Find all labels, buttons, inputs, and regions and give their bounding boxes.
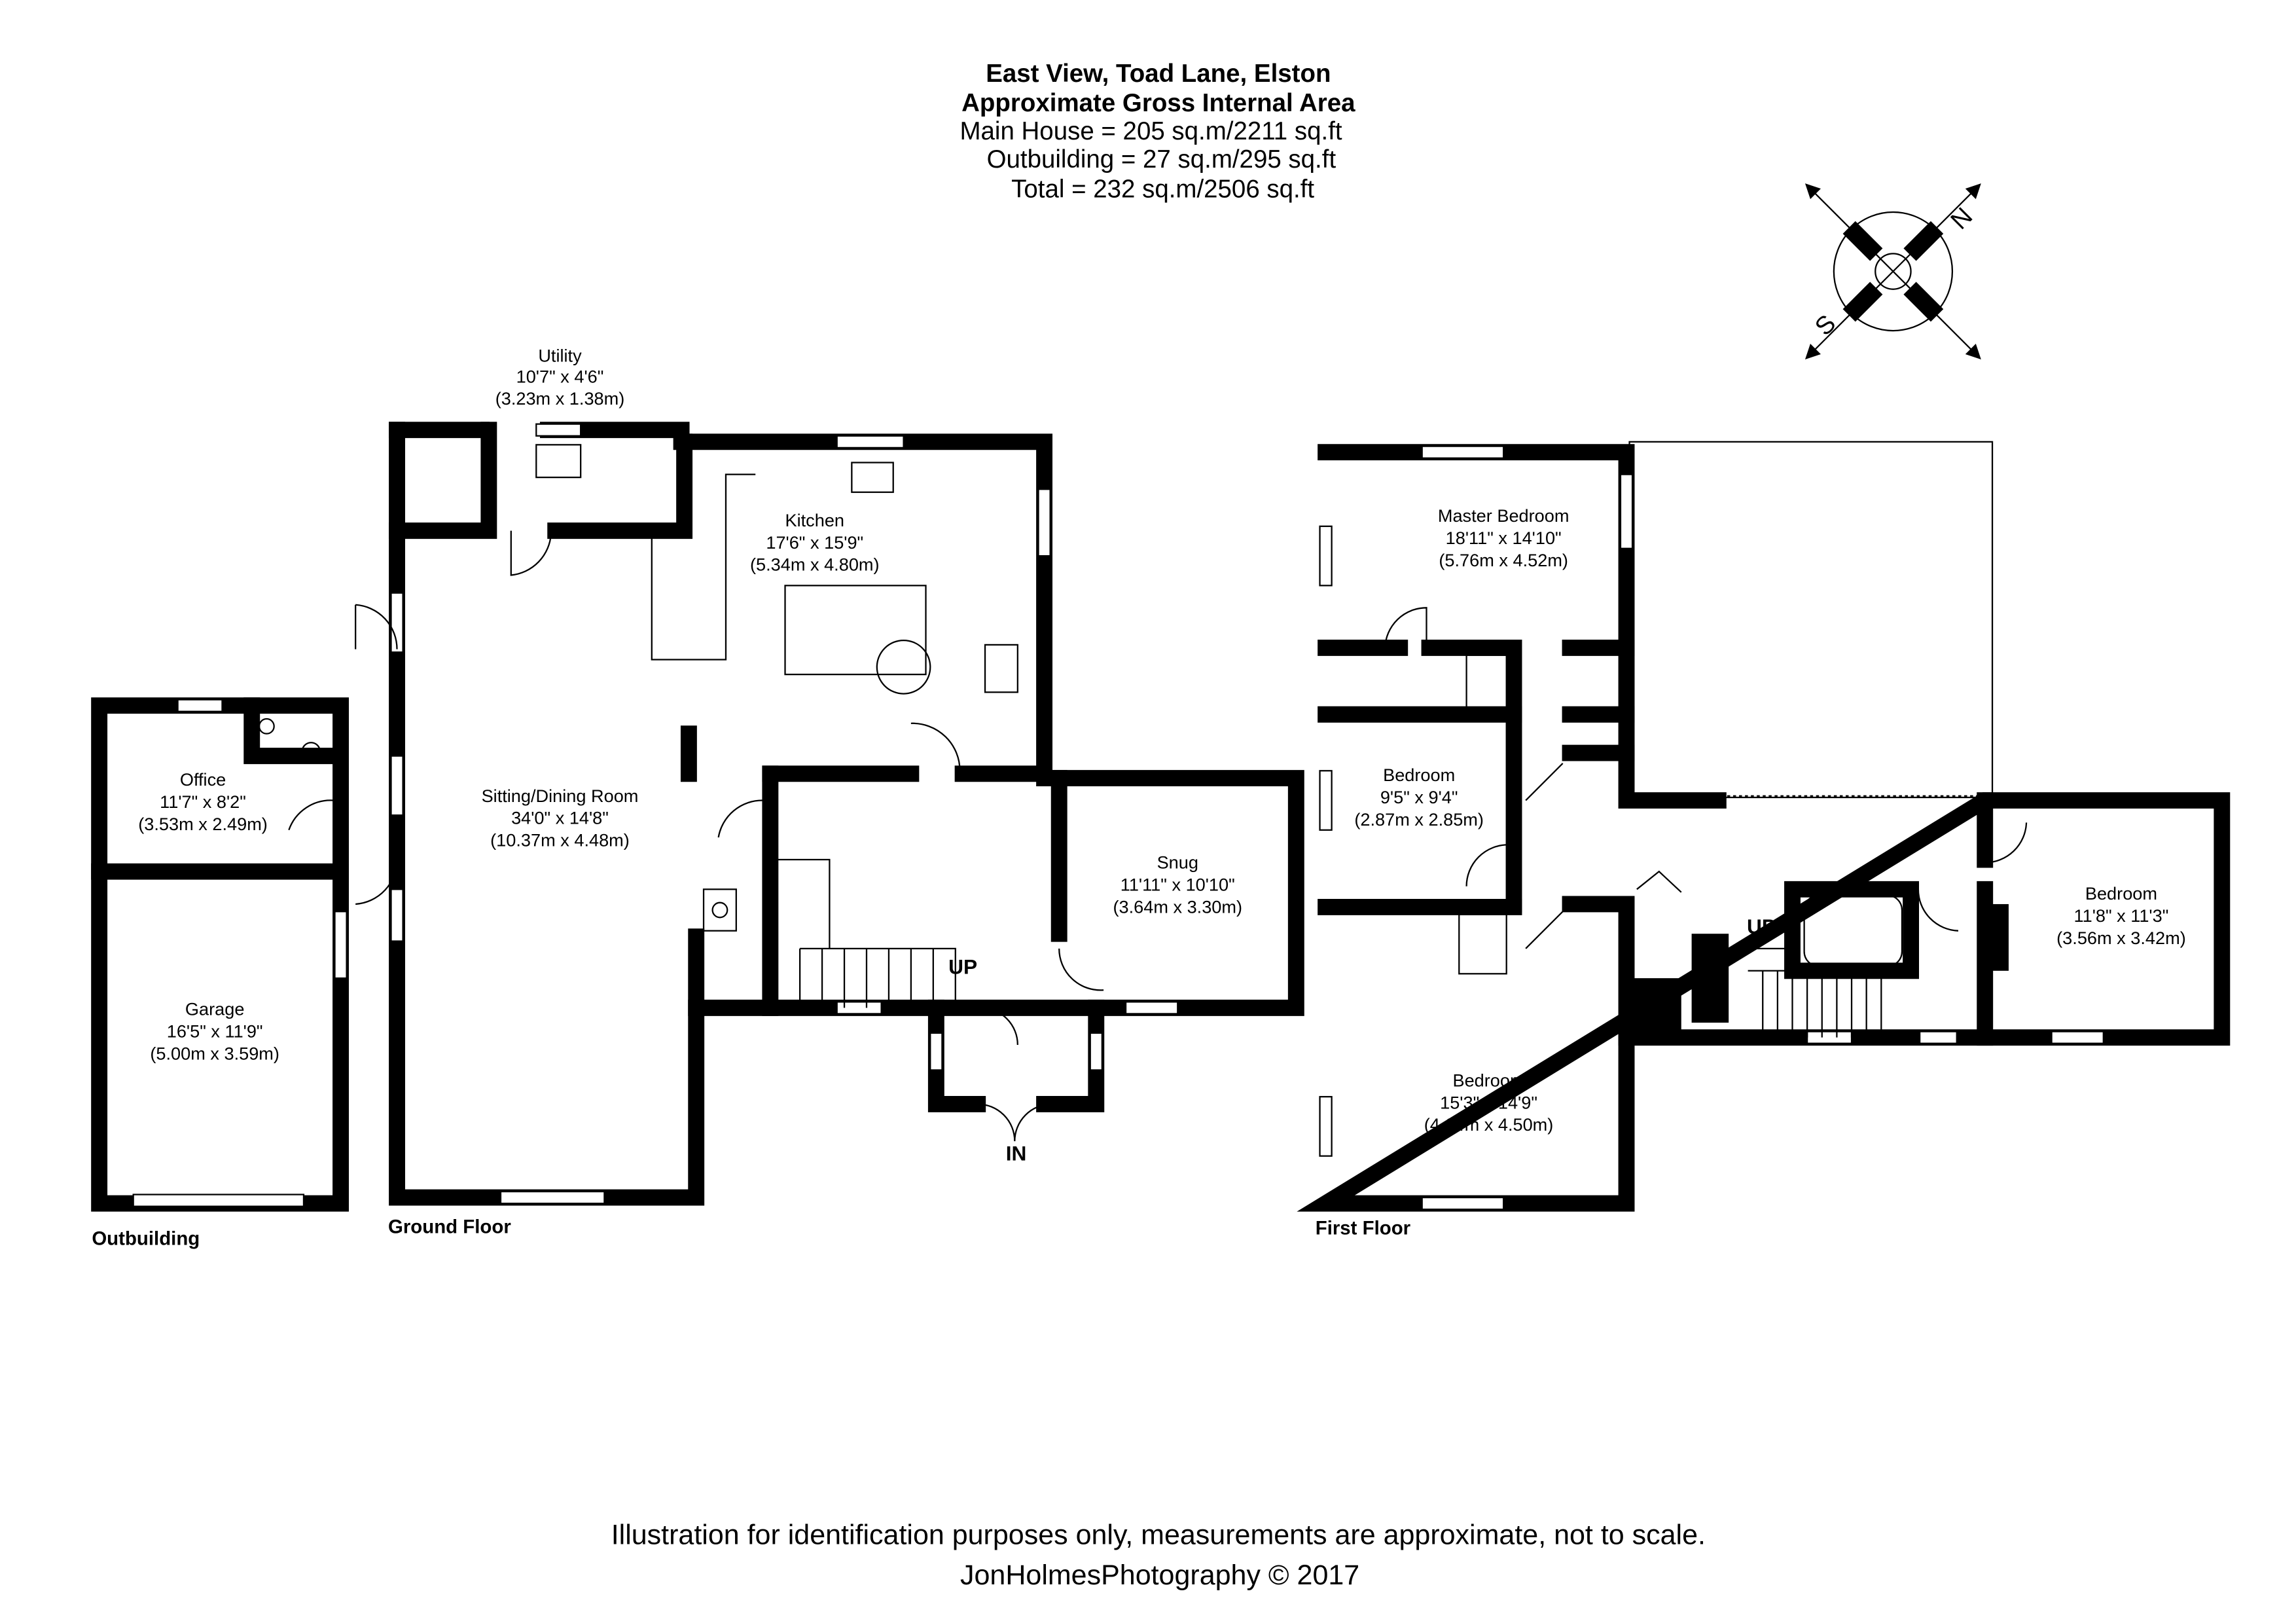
- svg-text:15'3" x 14'9": 15'3" x 14'9": [1440, 1092, 1537, 1112]
- svg-text:11'7" x 8'2": 11'7" x 8'2": [160, 792, 246, 812]
- credit: JonHolmesPhotography © 2017: [960, 1559, 1359, 1591]
- svg-text:18'11" x 14'10": 18'11" x 14'10": [1446, 528, 1562, 548]
- svg-text:(3.53m x 2.49m): (3.53m x 2.49m): [138, 814, 268, 834]
- area-subtitle: Approximate Gross Internal Area: [961, 89, 1355, 117]
- room-office: Office 11'7" x 8'2" (3.53m x 2.49m): [138, 769, 268, 834]
- svg-text:34'0" x 14'8": 34'0" x 14'8": [511, 808, 609, 828]
- room-sitting-dining: Sitting/Dining Room 34'0" x 14'8" (10.37…: [482, 786, 639, 850]
- stairs-up-ground: UP: [948, 955, 977, 978]
- floor-label-outbuilding: Outbuilding: [92, 1228, 200, 1249]
- room-bedroom-2: Bedroom 9'5" x 9'4" (2.87m x 2.85m): [1354, 765, 1484, 830]
- header: East View, Toad Lane, Elston Approximate…: [960, 60, 1355, 204]
- svg-text:(3.56m x 3.42m): (3.56m x 3.42m): [2056, 928, 2186, 948]
- first-floor-walls: [1297, 441, 2231, 1212]
- room-bedroom-3: Bedroom 15'3" x 14'9" (4.64m x 4.50m): [1424, 1070, 1554, 1135]
- room-utility: Utility 10'7" x 4'6" (3.23m x 1.38m): [495, 346, 625, 409]
- stairs-up-first: UP: [1747, 915, 1776, 938]
- main-house-area: Main House = 205 sq.m/2211 sq.ft: [960, 117, 1342, 145]
- svg-text:Snug: Snug: [1157, 852, 1198, 873]
- svg-text:Bedroom: Bedroom: [2085, 883, 2157, 903]
- svg-text:Kitchen: Kitchen: [785, 510, 845, 530]
- total-area: Total = 232 sq.m/2506 sq.ft: [1011, 175, 1314, 203]
- disclaimer: Illustration for identification purposes…: [611, 1520, 1706, 1551]
- svg-text:(10.37m x 4.48m): (10.37m x 4.48m): [490, 830, 630, 850]
- svg-text:Sitting/Dining Room: Sitting/Dining Room: [482, 786, 639, 806]
- ground-floor-walls: [288, 422, 1304, 1206]
- svg-text:Master Bedroom: Master Bedroom: [1438, 505, 1570, 526]
- ground-stairs: [778, 858, 956, 1008]
- room-bedroom-4: Bedroom 11'8" x 11'3" (3.56m x 3.42m): [2056, 883, 2186, 948]
- room-snug: Snug 11'11" x 10'10" (3.64m x 3.30m): [1113, 852, 1242, 917]
- svg-text:16'5" x 11'9": 16'5" x 11'9": [167, 1021, 263, 1042]
- svg-text:Office: Office: [180, 769, 226, 790]
- floor-label-ground: Ground Floor: [388, 1216, 511, 1237]
- room-garage: Garage 16'5" x 11'9" (5.00m x 3.59m): [150, 999, 279, 1064]
- svg-text:10'7" x 4'6": 10'7" x 4'6": [516, 366, 604, 386]
- floor-label-first: First Floor: [1316, 1218, 1410, 1239]
- svg-text:(4.64m x 4.50m): (4.64m x 4.50m): [1424, 1114, 1554, 1135]
- outbuilding-walls: [91, 697, 349, 1212]
- svg-text:(2.87m x 2.85m): (2.87m x 2.85m): [1354, 809, 1484, 830]
- svg-text:17'6" x 15'9": 17'6" x 15'9": [766, 532, 863, 553]
- svg-text:(5.76m x 4.52m): (5.76m x 4.52m): [1439, 550, 1568, 570]
- entrance-marker: IN: [1006, 1141, 1027, 1165]
- svg-text:9'5" x 9'4": 9'5" x 9'4": [1380, 787, 1458, 807]
- svg-text:(3.64m x 3.30m): (3.64m x 3.30m): [1113, 897, 1242, 917]
- svg-text:Garage: Garage: [185, 999, 245, 1019]
- svg-text:(5.00m x 3.59m): (5.00m x 3.59m): [150, 1044, 279, 1064]
- room-labels: Utility 10'7" x 4'6" (3.23m x 1.38m) Kit…: [138, 346, 2185, 1165]
- svg-text:(5.34m x 4.80m): (5.34m x 4.80m): [750, 555, 880, 575]
- room-kitchen: Kitchen 17'6" x 15'9" (5.34m x 4.80m): [750, 510, 880, 575]
- svg-text:Bedroom: Bedroom: [1452, 1070, 1524, 1090]
- svg-text:Utility: Utility: [538, 346, 582, 366]
- room-master-bedroom: Master Bedroom 18'11" x 14'10" (5.76m x …: [1438, 505, 1570, 570]
- svg-text:11'11" x 10'10": 11'11" x 10'10": [1121, 875, 1235, 895]
- svg-text:Bedroom: Bedroom: [1383, 765, 1455, 785]
- svg-text:11'8" x 11'3": 11'8" x 11'3": [2074, 905, 2169, 926]
- svg-text:(3.23m x 1.38m): (3.23m x 1.38m): [495, 388, 625, 409]
- address-title: East View, Toad Lane, Elston: [986, 60, 1331, 88]
- outbuilding-area: Outbuilding = 27 sq.m/295 sq.ft: [987, 145, 1336, 173]
